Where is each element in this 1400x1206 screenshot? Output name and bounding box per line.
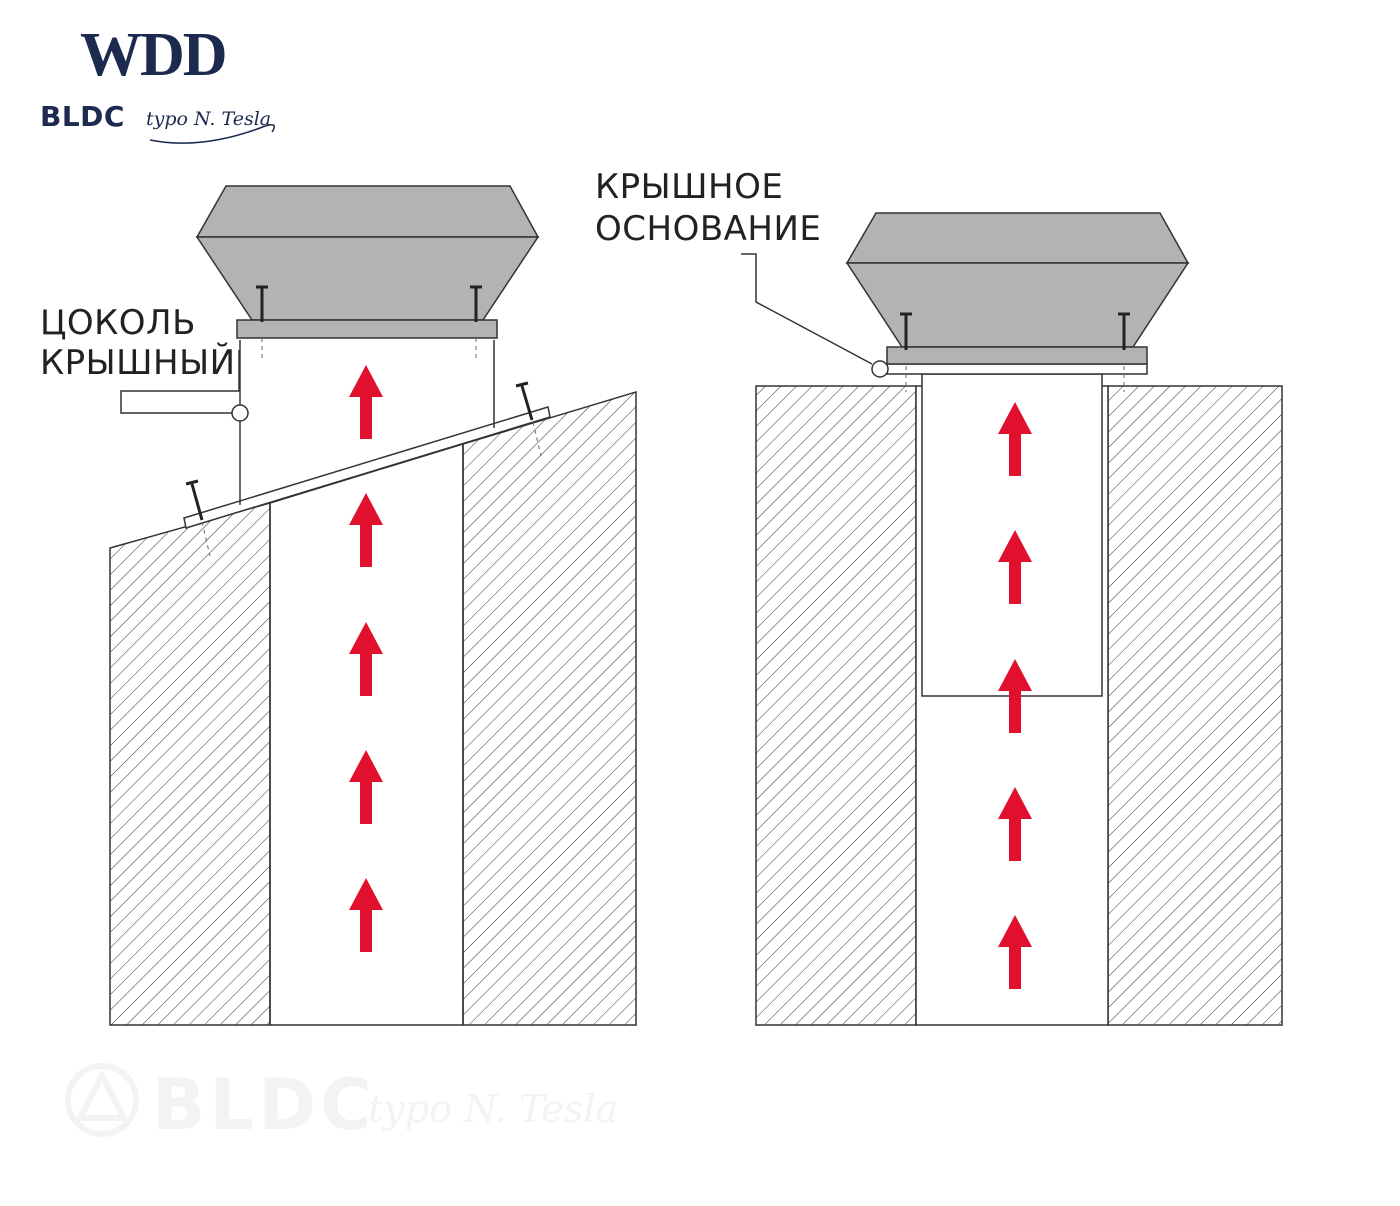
right-fan-hood — [845, 212, 1190, 264]
left-fan-body — [195, 236, 540, 321]
airflow-arrow-icon — [349, 750, 383, 824]
roof-base-flange — [886, 363, 1148, 375]
screw-icon — [900, 312, 912, 392]
right-callout-dot — [871, 360, 889, 378]
screw-icon — [515, 381, 542, 457]
screw-icon — [185, 479, 211, 557]
screw-icon — [470, 285, 482, 362]
airflow-arrows — [349, 365, 1032, 989]
left-fan-base-ring — [236, 319, 498, 339]
left-roof-wall-left — [109, 502, 271, 1026]
screw-icon — [1118, 312, 1130, 392]
right-fan-body — [845, 262, 1190, 348]
logo-product: BLDC — [40, 100, 125, 133]
right-fan-base-ring — [886, 346, 1148, 365]
curb-label-line1: ЦОКОЛЬ — [40, 303, 196, 343]
airflow-arrow-icon — [998, 402, 1032, 476]
logo-swoosh-icon — [149, 124, 275, 144]
right-roof-section — [741, 212, 1283, 1026]
roof-base-label-line2: ОСНОВАНИЕ — [595, 209, 822, 249]
left-callout-leader — [120, 350, 240, 414]
roof-base-label-line1: КРЫШНОЕ — [595, 167, 784, 207]
watermark-script: typo N. Tesla — [368, 1087, 619, 1131]
airflow-arrow-icon — [349, 622, 383, 696]
watermark-text: BLDC — [152, 1064, 376, 1146]
airflow-arrow-icon — [998, 530, 1032, 604]
right-roof-wall-left — [755, 385, 917, 1026]
airflow-arrow-icon — [349, 493, 383, 567]
airflow-arrow-icon — [349, 878, 383, 952]
airflow-arrow-icon — [998, 787, 1032, 861]
airflow-arrow-icon — [998, 915, 1032, 989]
right-roof-wall-right — [1107, 385, 1283, 1026]
left-callout-dot — [231, 404, 249, 422]
curb-flange — [183, 406, 551, 529]
left-roof-section — [109, 185, 637, 1026]
airflow-arrow-icon — [349, 365, 383, 439]
left-roof-wall-right — [462, 390, 637, 1026]
left-fan-hood — [195, 185, 540, 238]
airflow-arrow-icon — [998, 659, 1032, 733]
logo-script: typo N. Tesla — [146, 108, 272, 130]
right-callout-leader — [741, 253, 873, 365]
logo-brand: WDD — [80, 21, 228, 89]
curb-label-line2: КРЫШНЫЙ — [40, 343, 236, 383]
screw-icon — [256, 285, 268, 362]
